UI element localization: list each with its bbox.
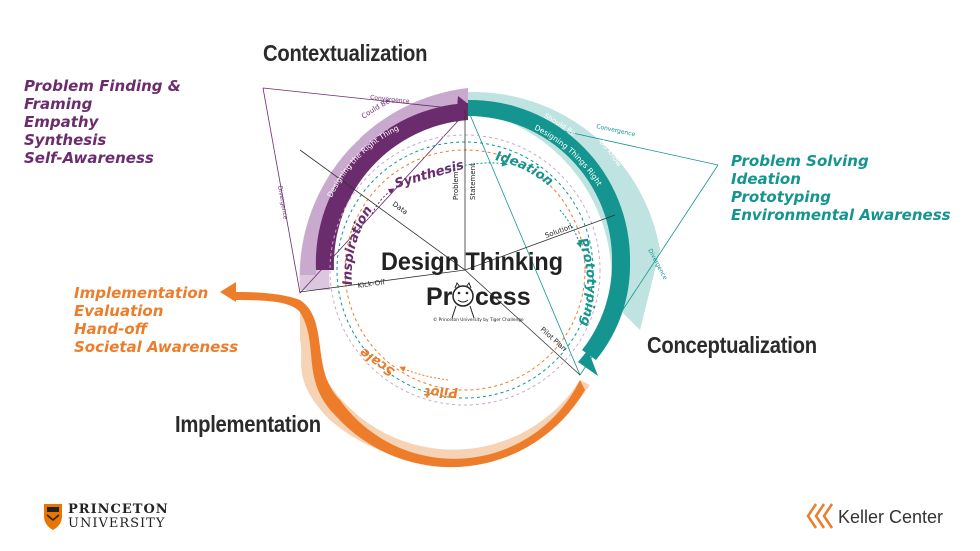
stage-inspiration: Inspiration: [341, 203, 376, 285]
orange-band-light: [300, 300, 590, 463]
spoke-label-statement: Statement: [469, 163, 477, 200]
label-purple-divergence: Divergence: [276, 185, 289, 220]
skill-item: Implementation: [74, 284, 209, 302]
skills-contextualization: Problem Finding & Framing Empathy Synthe…: [24, 77, 181, 167]
skill-item: Environmental Awareness: [731, 206, 951, 224]
spoke-label-problem: Problem: [452, 171, 460, 200]
princeton-line1: PRINCETON: [68, 502, 169, 517]
stage-pilot: Pilot: [424, 384, 458, 399]
stage-ideation: Ideation: [494, 149, 556, 189]
stage-scale: Scale: [357, 344, 398, 379]
spoke-solution: [464, 214, 616, 271]
center-title-line1: Design Thinking: [381, 248, 563, 276]
center-title-pr: Pr: [426, 283, 453, 311]
skill-item: Framing: [24, 95, 93, 113]
princeton-line2: UNIVERSITY: [68, 516, 166, 531]
purple-triangle: [262, 87, 469, 294]
orange-arrowhead: [220, 282, 236, 302]
spoke-label-kickoff: Kick-Off: [357, 278, 386, 290]
arrow-inspiration-synthesis: [371, 188, 395, 215]
tiger-logo-icon: [451, 281, 475, 319]
phase-implementation: Implementation: [175, 411, 321, 437]
inner-dashed-ring-purple: [329, 134, 601, 406]
arrow-synthesis-ideation: [444, 160, 508, 171]
svg-text:Inspiration: Inspiration: [341, 203, 376, 285]
skill-item: Synthesis: [24, 131, 107, 149]
skill-item: Hand-off: [74, 320, 148, 338]
svg-text:Prototyping: Prototyping: [574, 236, 598, 328]
arrow-pilot-scale: [399, 366, 449, 381]
spoke-label-solution: Solution: [544, 223, 574, 240]
phase-contextualization: Contextualization: [263, 40, 428, 66]
skill-item: Problem Finding &: [24, 77, 181, 95]
svg-text:Ideation: Ideation: [494, 149, 556, 189]
keller-center-logo-icon: [806, 503, 834, 529]
skill-item: Self-Awareness: [24, 149, 154, 167]
purple-arrowhead: [456, 96, 476, 122]
spoke-label-data: Data: [391, 200, 409, 216]
skills-conceptualization: Problem Solving Ideation Prototyping Env…: [731, 152, 951, 224]
skills-implementation: Implementation Evaluation Hand-off Socie…: [74, 284, 238, 356]
princeton-shield-icon: [44, 504, 62, 530]
skill-item: Societal Awareness: [74, 338, 239, 356]
skill-item: Empathy: [24, 113, 99, 131]
skill-item: Prototyping: [731, 188, 831, 206]
center-title-cess: cess: [475, 283, 531, 311]
skill-item: Evaluation: [74, 302, 164, 320]
princeton-logo-text: PRINCETON UNIVERSITY: [68, 503, 169, 531]
spoke-data: [299, 149, 466, 271]
spoke-kickoff: [299, 269, 466, 293]
spoke-pilot-plan: [464, 269, 581, 376]
stage-prototyping: Prototyping: [574, 236, 598, 328]
phase-conceptualization: Conceptualization: [647, 332, 817, 358]
label-purple-convergence: Convergence: [370, 94, 410, 105]
skill-item: Ideation: [731, 170, 801, 188]
skill-item: Problem Solving: [731, 152, 869, 170]
orange-band-dark: [232, 292, 585, 468]
teal-triangle: [467, 109, 719, 376]
center-copyright: © Princeton University by Tiger Challeng…: [433, 316, 524, 323]
label-teal-convergence: Convergence: [596, 123, 636, 138]
arrow-ideation-prototyping: [559, 209, 583, 248]
teal-band-dark: [468, 99, 631, 360]
keller-center-text: Keller Center: [838, 507, 944, 527]
